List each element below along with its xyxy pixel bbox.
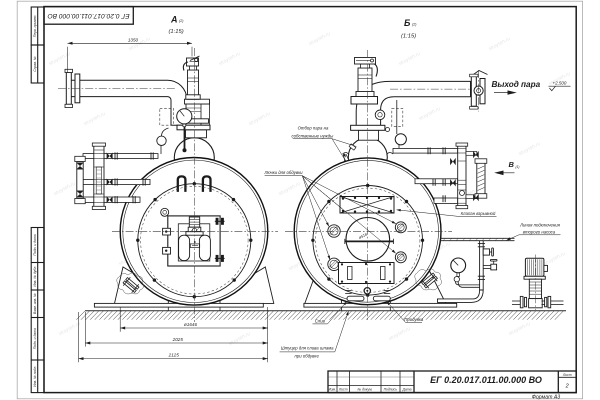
- svg-text:Б: Б: [404, 18, 411, 28]
- svg-text:Инв. № дубл.: Инв. № дубл.: [33, 266, 37, 287]
- svg-text:Штуцер для слива шлама: Штуцер для слива шлама: [281, 345, 334, 350]
- svg-text:Перв. примен.: Перв. примен.: [33, 15, 37, 38]
- svg-text:Продувка: Продувка: [404, 317, 424, 322]
- svg-text:ø518: ø518: [358, 232, 368, 240]
- svg-text:второго насоса: второго насоса: [523, 229, 556, 234]
- svg-text:собственные нужды: собственные нужды: [292, 133, 335, 138]
- svg-text:Инв. № подл.: Инв. № подл.: [33, 366, 37, 387]
- svg-text:2125: 2125: [168, 352, 180, 357]
- svg-text:Дата: Дата: [402, 388, 412, 392]
- svg-text:Подп. и дата: Подп. и дата: [33, 234, 37, 255]
- svg-text:Слив: Слив: [315, 319, 326, 324]
- svg-text:№ докум.: № докум.: [358, 388, 373, 392]
- svg-text:Лист: Лист: [338, 388, 348, 392]
- svg-text:Подпись: Подпись: [384, 388, 398, 392]
- svg-text:(1:15): (1:15): [401, 33, 416, 39]
- svg-text:Клапан взрывной: Клапан взрывной: [461, 211, 496, 216]
- svg-text:(2): (2): [179, 19, 183, 23]
- svg-text:Лист: Лист: [562, 373, 572, 377]
- svg-text:ø1646: ø1646: [184, 322, 197, 327]
- svg-text:Формат А3: Формат А3: [532, 394, 560, 400]
- svg-text:Выход пара: Выход пара: [491, 80, 540, 89]
- svg-text:(1): (1): [516, 165, 520, 169]
- svg-text:Отбор пара на: Отбор пара на: [298, 125, 329, 130]
- svg-text:Изм.: Изм.: [329, 388, 336, 392]
- svg-text:+2,500: +2,500: [553, 80, 567, 85]
- svg-text:(1:15): (1:15): [169, 29, 184, 35]
- svg-text:Взам. инв. №: Взам. инв. №: [33, 293, 37, 314]
- svg-text:В: В: [509, 160, 515, 169]
- svg-text:Линия подключения: Линия подключения: [519, 222, 561, 227]
- svg-text:при обдувке: при обдувке: [295, 354, 320, 359]
- svg-text:А: А: [170, 15, 178, 25]
- svg-text:(2): (2): [412, 22, 416, 26]
- svg-text:Справ. №: Справ. №: [33, 56, 37, 72]
- svg-text:ЕГ 0.20.017.011.00.000 ВО: ЕГ 0.20.017.011.00.000 ВО: [430, 375, 542, 385]
- svg-text:1350: 1350: [128, 37, 139, 42]
- svg-text:Лючки для обдувки: Лючки для обдувки: [263, 170, 303, 175]
- svg-text:2: 2: [565, 384, 569, 390]
- svg-text:Подп. и дата: Подп. и дата: [33, 328, 37, 349]
- svg-text:2025: 2025: [172, 337, 184, 342]
- svg-text:ЕГ 0.20.017.011.00.000 ВО: ЕГ 0.20.017.011.00.000 ВО: [47, 12, 130, 19]
